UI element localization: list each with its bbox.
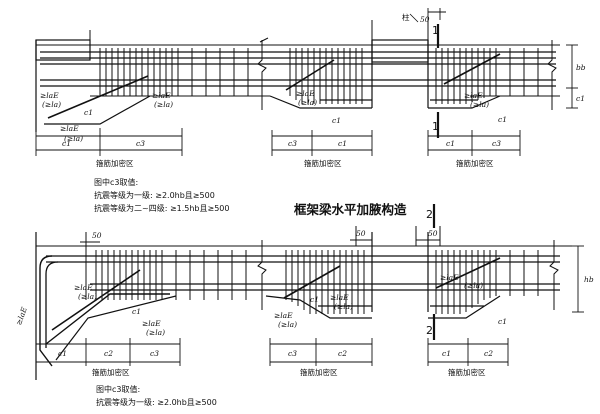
la-8: (≥la) — [278, 320, 297, 329]
section-1-top: 1 — [432, 24, 439, 37]
note-top-1: 图中c3取值: — [94, 177, 138, 187]
section-1-bottom: 1 — [432, 120, 439, 133]
la-6: (≥la) — [78, 292, 97, 301]
c1-right-label: c1 — [576, 94, 585, 103]
c1-dim-top-right: c1 — [446, 139, 455, 148]
c3-dim-bot-mid: c3 — [288, 349, 297, 358]
la-4: (≥la) — [298, 98, 317, 107]
la-3: (≥la) — [64, 134, 83, 143]
drawing-title: 框架梁水平加腋构造 — [294, 202, 407, 217]
lae-1: ≥laE — [40, 91, 59, 100]
stirrups-bottom-mid-right — [435, 250, 539, 314]
stirrups-bottom-mid-left — [285, 250, 365, 314]
bottom-detail — [35, 204, 584, 380]
note-top-2: 抗震等级为一级: ≥2.0hb且≥500 — [94, 190, 215, 200]
c1-dim-top-left: c1 — [62, 139, 71, 148]
c1-haunch-4: c1 — [132, 307, 141, 316]
bb-label: bb — [576, 63, 586, 72]
lae-4: ≥laE — [296, 89, 315, 98]
c1-haunch-6: c1 — [498, 317, 507, 326]
c2-dim-bot-left: c2 — [104, 349, 113, 358]
lae-vertical: ≥laE — [14, 305, 29, 326]
la-9: (≥la) — [334, 302, 353, 311]
stirrups-top-mid-left — [289, 48, 363, 104]
c1-dim-top-mid: c1 — [338, 139, 347, 148]
lae-8: ≥laE — [274, 311, 293, 320]
la-10: (≥la) — [464, 281, 483, 290]
la-2: (≥la) — [154, 100, 173, 109]
zone-top-right: 箍筋加密区 — [456, 158, 494, 168]
c3-dim-top-left: c3 — [136, 139, 145, 148]
section-2-top: 2 — [426, 208, 433, 221]
fifty-top: 50 — [420, 15, 430, 24]
note-top-3: 抗震等级为二~四级: ≥1.5hb且≥500 — [94, 203, 230, 213]
zone-top-left: 箍筋加密区 — [96, 158, 134, 168]
stirrups-top-left — [99, 48, 249, 96]
c1-haunch-3: c1 — [498, 115, 507, 124]
fifty-bottom-right: 50 — [428, 229, 438, 238]
top-bars-upper — [40, 51, 556, 87]
lae-7: ≥laE — [142, 319, 161, 328]
bottom-dims — [36, 338, 509, 366]
lae-2: ≥laE — [152, 91, 171, 100]
note-bot-2: 抗震等级为一级: ≥2.0hb且≥500 — [96, 397, 217, 407]
column-label: 柱 — [402, 12, 410, 22]
zone-bot-left: 箍筋加密区 — [92, 367, 130, 377]
top-detail — [35, 8, 578, 156]
note-bot-1: 图中c3取值: — [96, 384, 140, 394]
stirrups-top-mid-right — [435, 48, 539, 104]
c3-dim-top-mid: c3 — [288, 139, 297, 148]
zone-bot-mid: 箍筋加密区 — [300, 367, 338, 377]
c1-dim-bot-left: c1 — [58, 349, 67, 358]
fifty-bottom-left: 50 — [92, 231, 102, 240]
c2-dim-bot-mid: c2 — [338, 349, 347, 358]
c3-dim-bot-left: c3 — [150, 349, 159, 358]
la-7: (≥la) — [146, 328, 165, 337]
hb-label: hb — [584, 275, 594, 284]
lae-3: ≥laE — [60, 124, 79, 133]
top-dims — [35, 128, 521, 156]
stirrups-bottom-left — [95, 250, 247, 300]
c1-haunch-1: c1 — [84, 108, 93, 117]
c1-dim-bot-right: c1 — [442, 349, 451, 358]
fifty-bottom-mid: 50 — [356, 229, 366, 238]
middle-column-top — [371, 39, 429, 63]
zone-top-mid: 箍筋加密区 — [304, 158, 342, 168]
lae-10: ≥laE — [440, 273, 459, 282]
left-column-top — [35, 39, 91, 61]
lae-9: ≥laE — [330, 293, 349, 302]
la-5: (≥la) — [470, 100, 489, 109]
la-1: (≥la) — [42, 100, 61, 109]
zone-bot-right: 箍筋加密区 — [448, 367, 486, 377]
c1-haunch-5: c1 — [310, 295, 319, 304]
lae-5: ≥laE — [464, 91, 483, 100]
c1-haunch-2: c1 — [332, 116, 341, 125]
c3-dim-top-right: c3 — [492, 139, 501, 148]
section-2-bottom: 2 — [426, 324, 433, 337]
c2-dim-bot-right: c2 — [484, 349, 493, 358]
lae-6: ≥laE — [74, 283, 93, 292]
